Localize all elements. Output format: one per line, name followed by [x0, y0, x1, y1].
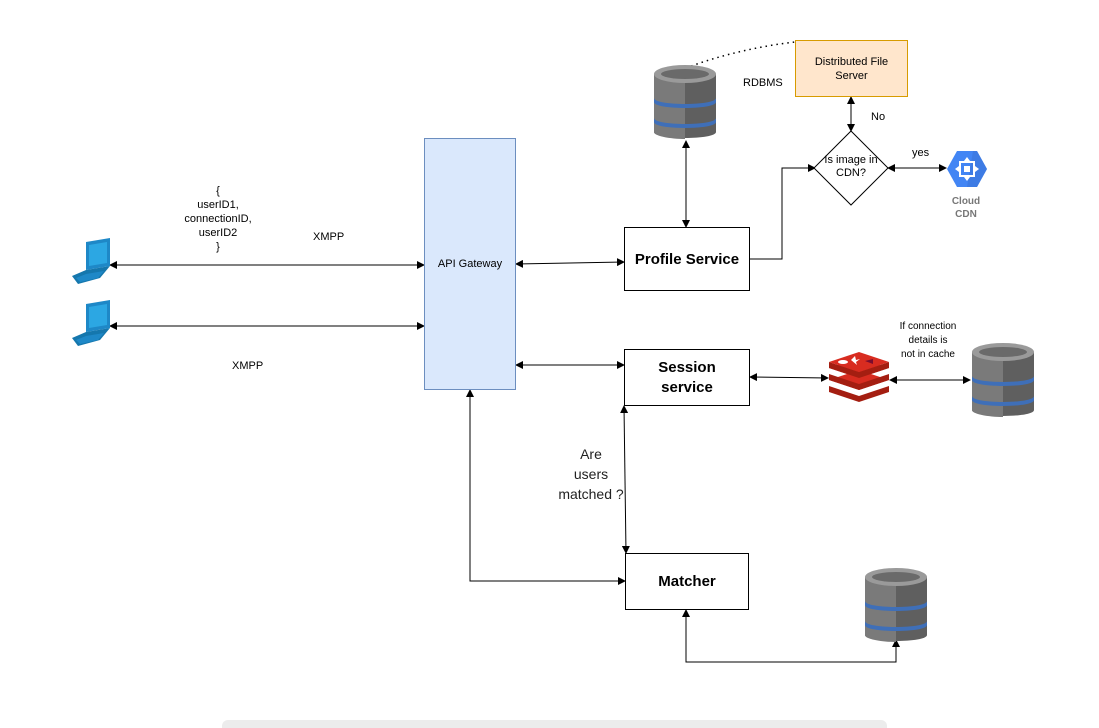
database-icon	[654, 65, 716, 139]
api-gateway-label: API Gateway	[437, 258, 503, 270]
question-line: matched ?	[558, 486, 624, 502]
question-line: Are	[580, 446, 602, 462]
decision-line: CDN?	[836, 167, 866, 179]
yes-label: yes	[912, 147, 930, 159]
cache-note: If connection details is not in cache	[888, 320, 968, 362]
session-matcher-arrow	[620, 405, 630, 554]
json-line: connectionID,	[184, 213, 252, 225]
decision-diamond	[813, 130, 889, 206]
matcher-db-arrow	[682, 609, 900, 663]
json-line: }	[216, 241, 220, 253]
cloud-cdn-label: Cloud CDN	[940, 195, 992, 221]
cache-note-line: If connection	[899, 321, 957, 332]
connection-json-label: { userID1, connectionID, userID2 }	[168, 184, 268, 254]
profile-service-label: Profile Service	[634, 250, 740, 268]
dfs-label-line2: Server	[835, 69, 868, 82]
cdn-line: CDN	[955, 209, 977, 220]
dfs-label-line1: Distributed File	[814, 55, 889, 68]
session-redis-arrow	[749, 373, 829, 382]
profile-service-box: Profile Service	[624, 227, 750, 291]
gateway-matcher-arrow	[466, 389, 626, 585]
decision-label: Is image in CDN?	[816, 154, 886, 180]
distributed-file-server-box: Distributed File Server	[795, 40, 908, 97]
redis-icon	[829, 352, 889, 402]
question-line: users	[573, 466, 609, 482]
xmpp-label-bottom: XMPP	[232, 360, 264, 372]
json-line: {	[216, 185, 220, 197]
laptop-icon	[72, 238, 110, 284]
json-line: userID2	[198, 227, 238, 239]
json-line: userID1,	[197, 199, 239, 211]
no-label: No	[871, 111, 886, 123]
database-icon	[972, 343, 1034, 417]
cdn-line: Cloud	[951, 196, 981, 207]
xmpp-label-top: XMPP	[313, 231, 345, 243]
database-icon	[865, 568, 927, 642]
decision-line: Is image in	[824, 154, 878, 166]
cloud-cdn-icon	[947, 151, 987, 187]
bottom-scroll-bar	[222, 720, 887, 728]
rdbms-label: RDBMS	[743, 77, 783, 89]
session-service-label-line1: Session	[658, 358, 716, 376]
cache-note-line: details is	[908, 335, 948, 346]
api-gateway-box: API Gateway	[424, 138, 516, 390]
matcher-label: Matcher	[658, 573, 716, 590]
session-service-label-line2: service	[661, 378, 713, 396]
session-service-box: Session service	[624, 349, 750, 406]
gateway-profile-arrow	[515, 258, 625, 268]
matcher-box: Matcher	[625, 553, 749, 610]
cache-note-line: not in cache	[901, 349, 955, 360]
match-question-label: Are users matched ?	[548, 444, 634, 504]
profile-decision-arrow	[750, 164, 816, 260]
laptop-icon	[72, 300, 110, 346]
db-fileserver-dotted-link	[685, 41, 796, 69]
